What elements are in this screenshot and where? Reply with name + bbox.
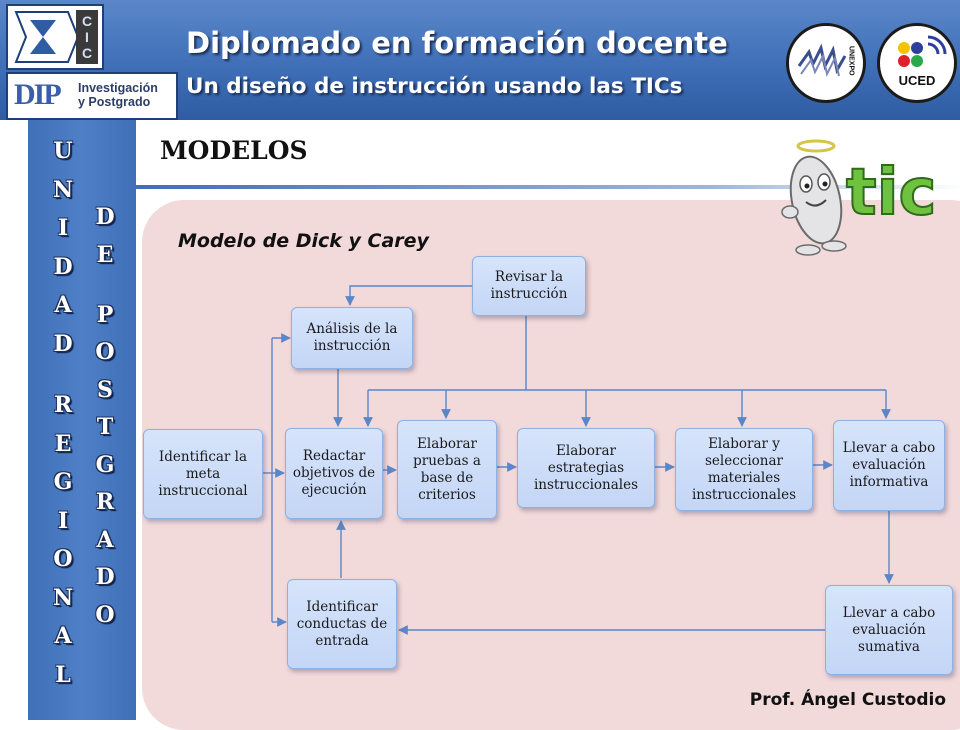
- tic-mascot-icon: tic: [781, 139, 937, 256]
- arrow-revisar-analisis: [345, 285, 472, 306]
- uced-logo: UCED: [877, 23, 957, 103]
- cic-letter: I: [85, 29, 89, 45]
- node-evaluacion-sumativa: Llevar a cabo evaluación sumativa: [825, 585, 953, 675]
- header-title: Diplomado en formación docente: [186, 26, 728, 60]
- sidebar-letter: D: [53, 253, 73, 280]
- unexpo-logo: UNEXPO: [786, 23, 866, 103]
- sidebar-letter: T: [96, 414, 114, 440]
- cic-letter: C: [82, 45, 92, 61]
- sidebar-letter: A: [96, 526, 114, 553]
- sidebar-letter: E: [96, 241, 114, 268]
- sidebar-letter: A: [54, 292, 72, 318]
- uced-label: UCED: [898, 73, 936, 88]
- sidebar-letter: O: [53, 546, 73, 573]
- dip-line-1: Investigación: [78, 81, 158, 95]
- node-elaborar-materiales: Elaborar y seleccionar materiales instru…: [675, 428, 813, 511]
- node-evaluacion-formativa: Llevar a cabo evaluación informativa: [833, 420, 945, 511]
- node-redactar-objetivos: Redactar objetivos de ejecución: [285, 428, 383, 519]
- sidebar-letter: U: [53, 138, 73, 164]
- sidebar-letter: R: [95, 489, 115, 515]
- dip-mark: DIP: [14, 78, 62, 111]
- node-identificar-conductas: Identificar conductas de entrada: [287, 579, 397, 669]
- node-analisis-instruccion: Análisis de la instrucción: [291, 307, 413, 369]
- page-title: MODELOS: [160, 136, 308, 165]
- sidebar-letter: G: [53, 469, 73, 496]
- sidebar-letter: R: [53, 392, 73, 419]
- author-credit: Prof. Ángel Custodio: [749, 690, 946, 710]
- sidebar-letter: P: [96, 301, 114, 328]
- sidebar-letter: N: [52, 584, 74, 611]
- sidebar-letter: O: [95, 601, 115, 628]
- sidebar-letter: D: [53, 330, 73, 357]
- sidebar-letter: I: [57, 215, 69, 241]
- title-divider: [136, 185, 960, 189]
- sidebar-letter: A: [54, 623, 72, 650]
- sidebar-letter: D: [95, 564, 115, 590]
- node-elaborar-pruebas: Elaborar pruebas a base de criterios: [397, 420, 497, 519]
- tic-word: tic: [846, 156, 936, 230]
- node-elaborar-estrategias: Elaborar estrategias instruccionales: [517, 428, 655, 508]
- dip-logo: DIP Investigación y Postgrado: [6, 72, 178, 120]
- unexpo-letters: UNEXPO: [848, 46, 855, 76]
- dip-line-2: y Postgrado: [78, 95, 151, 109]
- sidebar-letter: O: [95, 339, 115, 365]
- sidebar-letter: E: [54, 430, 72, 457]
- dip-logo-text: Investigación y Postgrado: [78, 81, 158, 109]
- model-title: Modelo de Dick y Carey: [178, 230, 429, 252]
- sidebar-letter: D: [95, 204, 115, 230]
- node-identificar-meta: Identificar la meta instruccional: [143, 429, 263, 519]
- sidebar-letter: L: [55, 661, 71, 688]
- node-revisar-instruccion: Revisar la instrucción: [472, 256, 586, 316]
- sidebar-letter: G: [95, 451, 115, 478]
- cic-logo: C I C: [6, 4, 104, 70]
- header-banner: C I C DIP Investigación y Postgrado Dipl…: [0, 0, 960, 120]
- sidebar-letter: I: [57, 507, 69, 534]
- header-subtitle: Un diseño de instrucción usando las TICs: [186, 74, 683, 99]
- sidebar-letter: S: [97, 376, 113, 403]
- cic-letter: C: [82, 13, 92, 29]
- sidebar-letter: N: [52, 176, 74, 203]
